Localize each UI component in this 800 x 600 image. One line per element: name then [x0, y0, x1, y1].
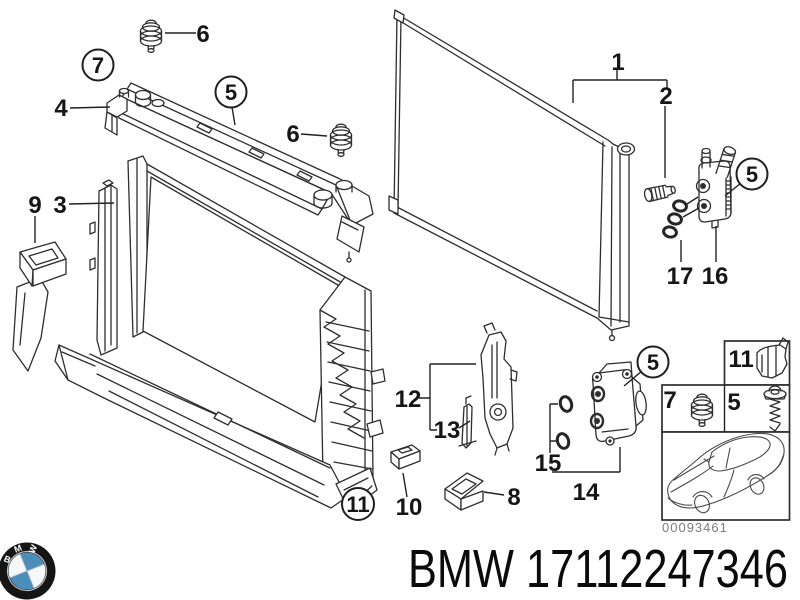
inset-clip-label: 11 [728, 346, 753, 373]
logo-letter-b: B [2, 554, 12, 566]
callout-7-circle [81, 48, 115, 82]
callout-labels: 1 2 3 4 6 6 8 9 10 12 13 14 15 16 17 7 5… [28, 21, 769, 521]
callout-5-cooler: 5 [647, 350, 659, 375]
callout-14: 14 [573, 479, 600, 506]
shroud-frame-illustration [12, 155, 386, 512]
callout-17: 17 [667, 263, 694, 290]
part-number-title: BMW 17112247346 [408, 539, 788, 599]
callout-11: 11 [346, 492, 369, 517]
fan-bracket-illustration [480, 322, 518, 456]
callout-16: 16 [702, 263, 729, 290]
car-sketch [667, 432, 785, 514]
leader-lines [34, 32, 742, 498]
callout-7: 7 [92, 53, 104, 78]
oring-pair-illustration [555, 395, 574, 450]
inset-panel: 00093461 [661, 337, 791, 535]
callout-9: 9 [28, 192, 41, 219]
callout-1: 1 [611, 49, 624, 76]
image-code: 00093461 [662, 520, 728, 535]
callout-12: 12 [395, 386, 422, 413]
inset-grommet-label: 7 [663, 387, 676, 414]
bmw-logo: B M W [0, 542, 56, 600]
cooler-illustration [589, 361, 647, 446]
callout-5-valve: 5 [746, 162, 758, 187]
callout-11-circle [341, 487, 375, 521]
screw-icon [763, 385, 787, 432]
callout-10: 10 [396, 494, 423, 521]
callout-15: 15 [535, 450, 562, 477]
logo-letter-m: M [13, 543, 24, 555]
grommet-left-illustration [139, 19, 163, 53]
clip-9-illustration [19, 241, 67, 287]
pin-13-illustration [458, 395, 477, 449]
callout-5-brace-circle [214, 75, 248, 109]
upper-brace-illustration [104, 82, 374, 263]
drain-plug-illustration [643, 184, 676, 203]
callout-13: 13 [434, 417, 461, 444]
bracket-4-illustration [104, 87, 130, 136]
inset-screw-label: 5 [727, 389, 740, 416]
callout-8: 8 [507, 484, 520, 511]
grommet-right-illustration [329, 123, 353, 157]
radiator-illustration [388, 9, 636, 342]
clip-10-illustration [390, 444, 421, 470]
callout-5-valve-circle [735, 157, 769, 191]
clip-icon [756, 337, 789, 379]
callout-3: 3 [53, 192, 66, 219]
callout-5-cooler-circle [636, 345, 670, 379]
callout-6-left: 6 [196, 21, 209, 48]
callout-2: 2 [659, 83, 672, 110]
oring-triple-illustration [662, 199, 688, 239]
valve-illustration [695, 146, 737, 229]
callout-6-right: 6 [286, 121, 299, 148]
footer: B M W BMW 17112247346 [0, 539, 788, 600]
cover-8-illustration [444, 472, 484, 511]
callout-4: 4 [54, 95, 68, 122]
callout-5-brace: 5 [225, 80, 237, 105]
